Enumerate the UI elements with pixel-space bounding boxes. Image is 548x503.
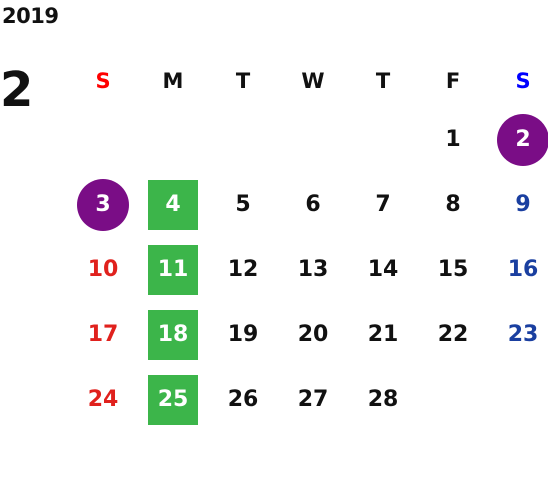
calendar-day[interactable]: 21 <box>367 322 399 347</box>
calendar-cell: 7 <box>348 172 418 237</box>
calendar-day[interactable]: 16 <box>507 257 539 282</box>
calendar-day-highlighted[interactable]: 25 <box>148 374 198 425</box>
calendar-cell: 8 <box>418 172 488 237</box>
calendar-cell: 19 <box>208 302 278 367</box>
calendar-day[interactable]: 6 <box>305 192 321 217</box>
calendar-day[interactable]: 9 <box>515 192 531 217</box>
calendar-day[interactable]: 1 <box>445 127 461 152</box>
calendar-cell: 1 <box>418 107 488 172</box>
calendar-cell: 21 <box>348 302 418 367</box>
calendar-cell: 16 <box>488 237 548 302</box>
calendar-cell: 10 <box>68 237 138 302</box>
month-label: 2 <box>0 62 34 118</box>
calendar-cell <box>418 367 488 432</box>
weekday-header-saturday: S <box>515 69 531 93</box>
calendar-day[interactable]: 7 <box>375 192 391 217</box>
calendar-day[interactable]: 8 <box>445 192 461 217</box>
calendar-cell <box>488 367 548 432</box>
calendar-day-highlighted[interactable]: 4 <box>148 179 198 230</box>
calendar-cell: 15 <box>418 237 488 302</box>
calendar-day[interactable]: 27 <box>297 387 329 412</box>
calendar-cell <box>208 107 278 172</box>
weekday-header-thursday: T <box>375 69 391 93</box>
year-label: 2019 <box>2 4 59 28</box>
calendar-cell: 2 <box>488 107 548 172</box>
calendar-cell: 24 <box>68 367 138 432</box>
weekday-header-monday: M <box>162 69 184 93</box>
calendar-day[interactable]: 13 <box>297 257 329 282</box>
calendar-cell: 27 <box>278 367 348 432</box>
calendar-day[interactable]: 26 <box>227 387 259 412</box>
calendar-day[interactable]: 14 <box>367 257 399 282</box>
calendar-day[interactable]: 19 <box>227 322 259 347</box>
calendar-day[interactable]: 20 <box>297 322 329 347</box>
calendar-day[interactable]: 17 <box>87 322 119 347</box>
calendar-cell: 9 <box>488 172 548 237</box>
weekday-header-friday: F <box>445 69 461 93</box>
calendar-cell: 18 <box>138 302 208 367</box>
calendar-cell: 14 <box>348 237 418 302</box>
calendar-day[interactable]: 12 <box>227 257 259 282</box>
calendar-cell <box>278 107 348 172</box>
calendar-cell: 12 <box>208 237 278 302</box>
calendar-cell: 20 <box>278 302 348 367</box>
calendar-day-highlighted[interactable]: 18 <box>148 309 198 360</box>
calendar-cell: 17 <box>68 302 138 367</box>
calendar-cell: 3 <box>68 172 138 237</box>
calendar-cell: 4 <box>138 172 208 237</box>
calendar-cell: 23 <box>488 302 548 367</box>
weekday-header-sunday: S <box>95 69 111 93</box>
calendar-cell <box>68 107 138 172</box>
calendar-day[interactable]: 10 <box>87 257 119 282</box>
weekday-header-wednesday: W <box>301 69 325 93</box>
calendar-day[interactable]: 24 <box>87 387 119 412</box>
calendar-day-holiday[interactable]: 3 <box>77 178 129 231</box>
calendar-cell <box>138 107 208 172</box>
calendar-cell: 5 <box>208 172 278 237</box>
calendar-day-holiday[interactable]: 2 <box>497 113 548 166</box>
calendar-day[interactable]: 15 <box>437 257 469 282</box>
calendar-cell: 25 <box>138 367 208 432</box>
weekday-header-tuesday: T <box>235 69 251 93</box>
calendar-day[interactable]: 5 <box>235 192 251 217</box>
calendar-cell: 26 <box>208 367 278 432</box>
calendar-cell <box>348 107 418 172</box>
calendar-cell: 13 <box>278 237 348 302</box>
calendar-day[interactable]: 28 <box>367 387 399 412</box>
calendar-day-highlighted[interactable]: 11 <box>148 244 198 295</box>
calendar-cell: 22 <box>418 302 488 367</box>
calendar-day[interactable]: 23 <box>507 322 539 347</box>
calendar-day[interactable]: 22 <box>437 322 469 347</box>
calendar-cell: 6 <box>278 172 348 237</box>
calendar-cell: 28 <box>348 367 418 432</box>
calendar-cell: 11 <box>138 237 208 302</box>
